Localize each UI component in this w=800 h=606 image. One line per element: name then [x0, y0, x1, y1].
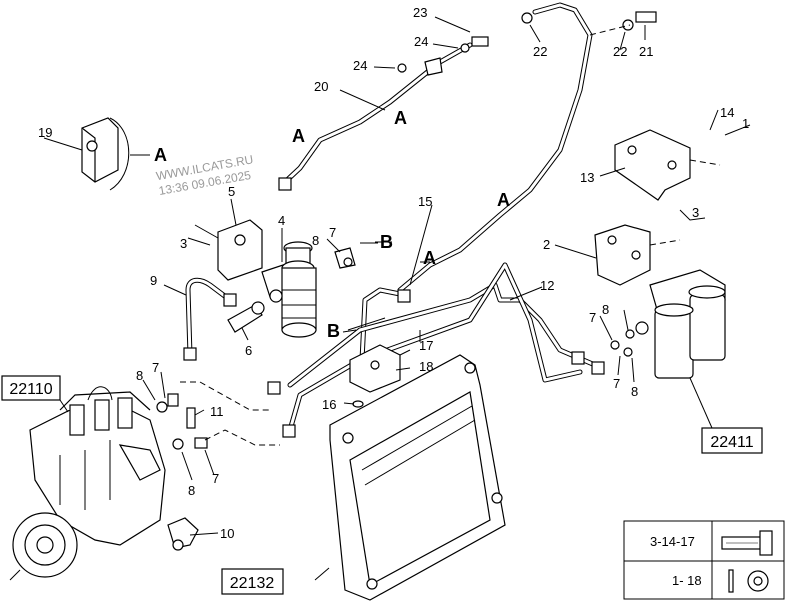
- ref-box-pump[interactable]: 22110: [1, 375, 61, 401]
- callout-8: 8: [312, 233, 319, 248]
- callout-7: 7: [212, 471, 219, 486]
- callout-7: 7: [152, 360, 159, 375]
- bushing-19: [81, 117, 130, 191]
- leakoff-line: [397, 2, 657, 293]
- callout-7: 7: [589, 310, 596, 325]
- ref-label-22132[interactable]: 22132: [230, 575, 275, 592]
- callout-3: 3: [180, 236, 187, 251]
- callout-23: 23: [413, 5, 427, 20]
- bolt-icon: [721, 530, 773, 556]
- callout-16: 16: [322, 397, 336, 412]
- prefilter-4: [261, 241, 317, 338]
- callout-2: 2: [543, 237, 550, 252]
- callout-14: 14: [720, 105, 734, 120]
- view-letter-b: B: [380, 232, 393, 252]
- view-letter-a: A: [292, 126, 305, 146]
- view-letter-a: A: [394, 108, 407, 128]
- callout-22: 22: [613, 44, 627, 59]
- ref-label-22411[interactable]: 22411: [710, 434, 753, 451]
- callout-1: 1: [742, 116, 749, 131]
- callout-10: 10: [220, 526, 234, 541]
- callout-20: 20: [314, 79, 328, 94]
- callout-8: 8: [631, 384, 638, 399]
- callout-5: 5: [228, 184, 235, 199]
- view-letter-a: A: [497, 190, 510, 210]
- callout-7: 7: [329, 225, 336, 240]
- bracket-13: [614, 109, 751, 201]
- callout-18: 18: [419, 359, 433, 374]
- hardware-legend: 3-14-17 1- 18: [623, 520, 785, 600]
- legend-label-washer: 1- 18: [672, 573, 702, 588]
- bracket-2: [594, 209, 706, 286]
- fitting-7-8-b: [334, 247, 356, 269]
- washer-icon: [728, 569, 769, 593]
- callout-21: 21: [639, 44, 653, 59]
- tee-fitting: [167, 517, 199, 551]
- bracket-5: [217, 219, 263, 281]
- callout-3: 3: [692, 205, 699, 220]
- fitting-block-18: [349, 344, 401, 408]
- ecu-unit: [329, 354, 506, 601]
- view-letter-b: B: [327, 321, 340, 341]
- ref-box-ecu[interactable]: 22132: [221, 568, 284, 595]
- watermark: WWW.ILCATS.RU 13:36 09.06.2025: [155, 152, 254, 198]
- view-letter-a: A: [423, 248, 436, 268]
- callout-8: 8: [602, 302, 609, 317]
- view-letter-a: A: [154, 145, 167, 165]
- connector-6: [227, 301, 265, 333]
- pump-fittings: [156, 381, 280, 450]
- injection-pump: [9, 386, 166, 581]
- callout-8: 8: [188, 483, 195, 498]
- callout-4: 4: [278, 213, 285, 228]
- callout-labels: 1 2 3 3 4 5 6 7 7 7 7 7 8 8 8 8 8 9 10 1…: [38, 5, 749, 541]
- callout-22: 22: [533, 44, 547, 59]
- callout-15: 15: [418, 194, 432, 209]
- callout-24: 24: [353, 58, 367, 73]
- callout-11: 11: [210, 404, 224, 419]
- callout-12: 12: [540, 278, 554, 293]
- ref-box-filter[interactable]: 22411: [701, 427, 763, 454]
- callout-7: 7: [613, 376, 620, 391]
- injector-line-20: [278, 36, 489, 191]
- callout-6: 6: [245, 343, 252, 358]
- view-letters: A A A A A B B: [154, 108, 510, 341]
- fuel-lines: [267, 262, 605, 438]
- callout-8: 8: [136, 368, 143, 383]
- callout-24: 24: [414, 34, 428, 49]
- legend-label-bolt: 3-14-17: [650, 534, 695, 549]
- callout-13: 13: [580, 170, 594, 185]
- callout-19: 19: [38, 125, 52, 140]
- callout-17: 17: [419, 338, 433, 353]
- fuel-filter-assembly: [610, 269, 726, 379]
- ref-label-22110[interactable]: 22110: [9, 381, 52, 398]
- leader-lines: [43, 16, 713, 581]
- callout-9: 9: [150, 273, 157, 288]
- return-pipe: [183, 277, 237, 361]
